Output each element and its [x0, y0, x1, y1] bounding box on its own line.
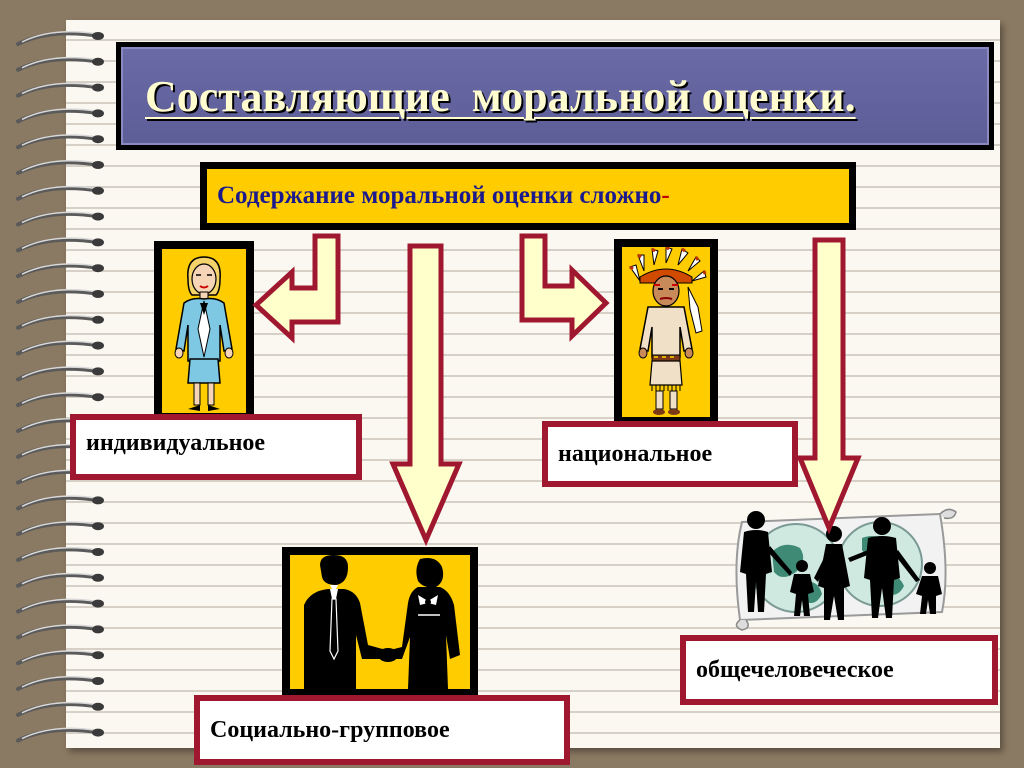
spiral-ring-highlight [21, 82, 99, 95]
spiral-hole [92, 496, 104, 505]
spiral-ring-highlight [21, 263, 99, 275]
slide-title: Составляющие моральной оценки. [145, 71, 856, 121]
spiral-hole [92, 212, 104, 221]
spiral-ring-highlight [21, 340, 99, 353]
spiral-ring-highlight [21, 676, 99, 688]
spiral-ring-highlight [21, 31, 99, 43]
spiral-ring-highlight [21, 598, 99, 611]
label-individual: индивидуальное [70, 414, 362, 480]
spiral-ring-highlight [21, 521, 99, 533]
spiral-hole [92, 315, 104, 324]
label-social-group: Социально-групповое [194, 695, 570, 765]
spiral-hole [92, 264, 104, 273]
spiral-ring-highlight [21, 237, 99, 250]
spiral-hole [92, 573, 104, 582]
spiral-ring-highlight [21, 56, 99, 69]
spiral-ring-highlight [21, 211, 99, 224]
spiral-ring-highlight [21, 624, 99, 637]
spiral-ring-highlight [21, 727, 99, 740]
label-social-group-text: Социально-групповое [210, 716, 450, 743]
spiral-hole [92, 161, 104, 169]
spiral-ring-highlight [21, 134, 99, 146]
spiral-hole [92, 702, 104, 711]
woman-picture-frame [154, 241, 254, 421]
native-picture-frame [614, 239, 718, 425]
notebook-spiral-icon [16, 31, 104, 743]
spiral-hole [92, 57, 104, 66]
spiral-hole [92, 290, 104, 298]
spiral-ring-highlight [21, 572, 99, 585]
subtitle-dash: - [661, 182, 670, 209]
spiral-hole [92, 109, 104, 118]
label-individual-text: индивидуальное [86, 430, 266, 456]
spiral-hole [92, 625, 104, 634]
spiral-hole [92, 393, 104, 402]
spiral-hole [92, 651, 104, 660]
spiral-ring-highlight [21, 495, 99, 508]
spiral-ring-highlight [21, 108, 99, 121]
label-national-text: национальное [558, 440, 713, 467]
subtitle-text: Содержание моральной оценки сложно [217, 182, 662, 209]
spiral-hole [92, 341, 104, 350]
spiral-hole [92, 599, 104, 608]
family-globe-silhouette-icon [735, 508, 957, 631]
spiral-ring-highlight [21, 185, 99, 198]
spiral-hole [92, 728, 104, 737]
subtitle-panel: Содержание моральной оценки сложно- [200, 162, 856, 230]
label-national: национальное [542, 421, 798, 487]
spiral-ring-highlight [21, 650, 99, 662]
spiral-hole [92, 186, 104, 195]
spiral-ring-highlight [21, 314, 99, 327]
native-american-figure-icon [629, 247, 707, 415]
spiral-hole [92, 32, 104, 40]
spiral-ring-highlight [21, 547, 99, 559]
spiral-ring-highlight [21, 366, 99, 379]
spiral-hole [92, 548, 104, 556]
title-panel: Составляющие моральной оценки. [116, 42, 994, 150]
spiral-hole [92, 83, 104, 92]
label-universal-text: общечеловеческое [696, 656, 894, 683]
spiral-ring-highlight [21, 701, 99, 714]
spiral-hole [92, 135, 104, 144]
spiral-ring-highlight [21, 289, 99, 301]
spiral-ring-highlight [21, 392, 99, 404]
label-universal: общечеловеческое [680, 635, 998, 705]
spiral-hole [92, 677, 104, 685]
woman-figure-icon [174, 256, 234, 411]
spiral-hole [92, 522, 104, 531]
handshake-picture-frame [282, 547, 478, 697]
handshake-silhouette-icon [304, 555, 460, 689]
spiral-ring-highlight [21, 160, 99, 172]
spiral-hole [92, 238, 104, 247]
spiral-hole [92, 367, 104, 376]
